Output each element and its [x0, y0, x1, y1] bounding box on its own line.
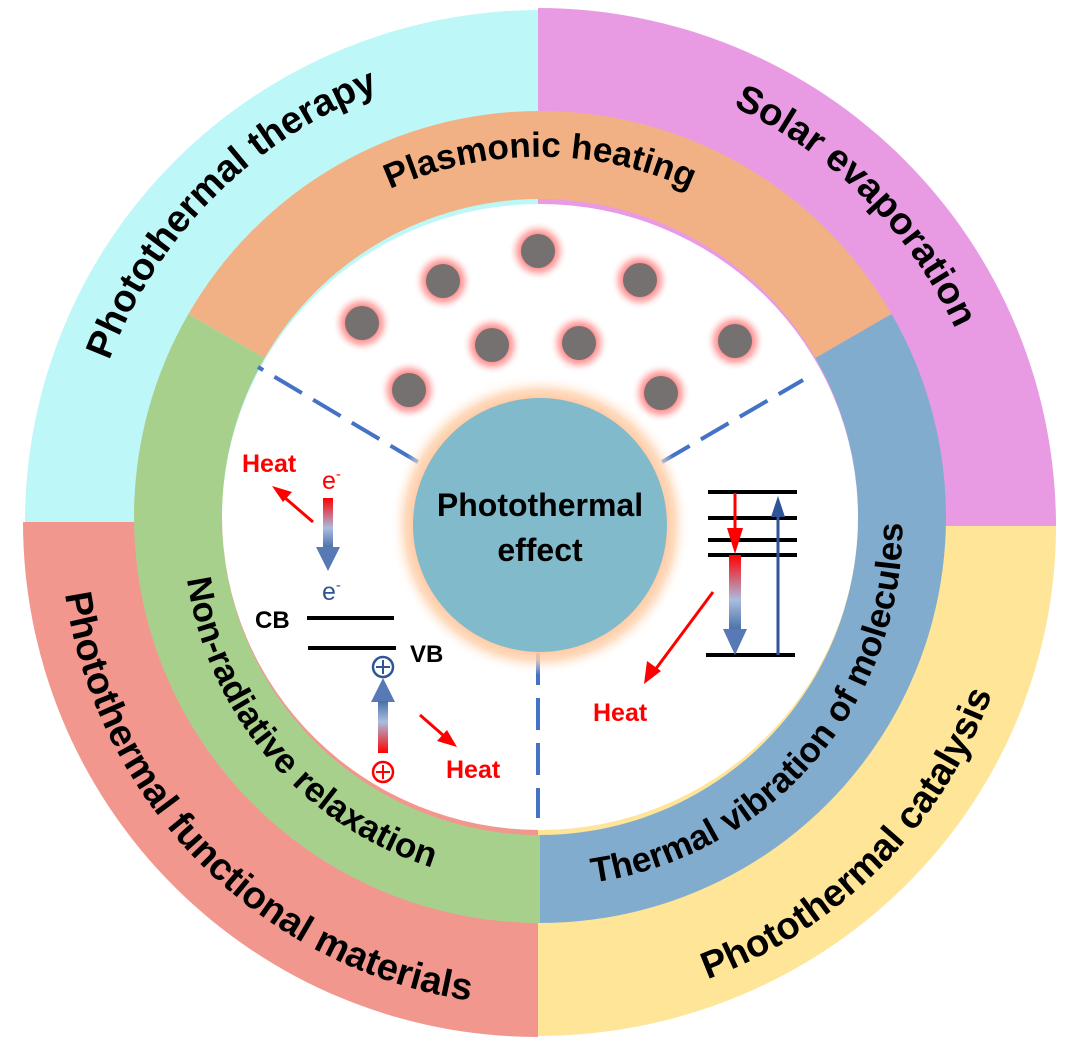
- nanoparticle: [332, 293, 392, 353]
- electron-cb-charge: -: [336, 577, 341, 594]
- nanoparticle-core: [426, 264, 460, 298]
- energy-levels: [706, 490, 797, 657]
- relaxation-panel: Heat e- e- CB VB: [242, 450, 501, 784]
- sector-plasmonic-heating: [188, 111, 892, 358]
- sector-non-radiative-relaxation: [134, 314, 540, 923]
- hole-excited-icon: [371, 760, 395, 784]
- middle-ring: [134, 111, 946, 923]
- cb-label: CB: [255, 607, 290, 634]
- excitation-arrow: [771, 496, 785, 655]
- heat-label-top: Heat: [242, 450, 297, 478]
- nanoparticle: [413, 251, 473, 311]
- nanoparticle: [549, 313, 609, 373]
- vibration-panel: Heat: [593, 490, 797, 727]
- center-node: Photothermal effect: [390, 375, 690, 675]
- heat-label-bottom: Heat: [446, 756, 501, 784]
- nanoparticle: [705, 311, 765, 371]
- nanoparticle-core: [345, 306, 379, 340]
- nanoparticle: [379, 360, 439, 420]
- electron-cb-symbol: e: [322, 578, 336, 606]
- nanoparticle-core: [718, 324, 752, 358]
- heat-arrow-bottom: [419, 713, 457, 747]
- nanoparticle-core: [644, 376, 678, 410]
- electron-cb: e-: [322, 577, 341, 606]
- center-title-line1: Photothermal: [437, 487, 643, 523]
- nanoparticle-core: [521, 234, 555, 268]
- relaxation-down-arrow: [316, 498, 340, 571]
- nanoparticle: [610, 250, 670, 310]
- nanoparticle: [462, 315, 522, 375]
- dashed-dividers: [256, 365, 805, 818]
- electron-excited-charge: -: [336, 466, 341, 483]
- electron-excited: e-: [322, 466, 341, 495]
- plasmonic-nanoparticles: [332, 221, 765, 423]
- center-circle: [413, 398, 667, 652]
- electron-excited-symbol: e: [322, 467, 336, 495]
- heat-label-right: Heat: [593, 699, 648, 727]
- nanoparticle: [631, 363, 691, 423]
- hole-vb-icon: [371, 655, 395, 679]
- vibrational-relaxation-arrow: [727, 493, 743, 554]
- divider-left: [256, 365, 420, 464]
- vb-label: VB: [410, 641, 443, 668]
- divider-right: [660, 378, 805, 464]
- center-title-line2: effect: [497, 532, 583, 568]
- nanoparticle-core: [392, 373, 426, 407]
- nanoparticle: [508, 221, 568, 281]
- relaxation-up-arrow: [371, 678, 395, 753]
- heat-arrow-top: [272, 486, 314, 524]
- heat-arrow-right: [644, 591, 715, 684]
- decay-arrow: [723, 555, 747, 655]
- sector-thermal-vibration: [540, 314, 946, 923]
- nanoparticle-core: [475, 328, 509, 362]
- nanoparticle-core: [623, 263, 657, 297]
- nanoparticle-core: [562, 326, 596, 360]
